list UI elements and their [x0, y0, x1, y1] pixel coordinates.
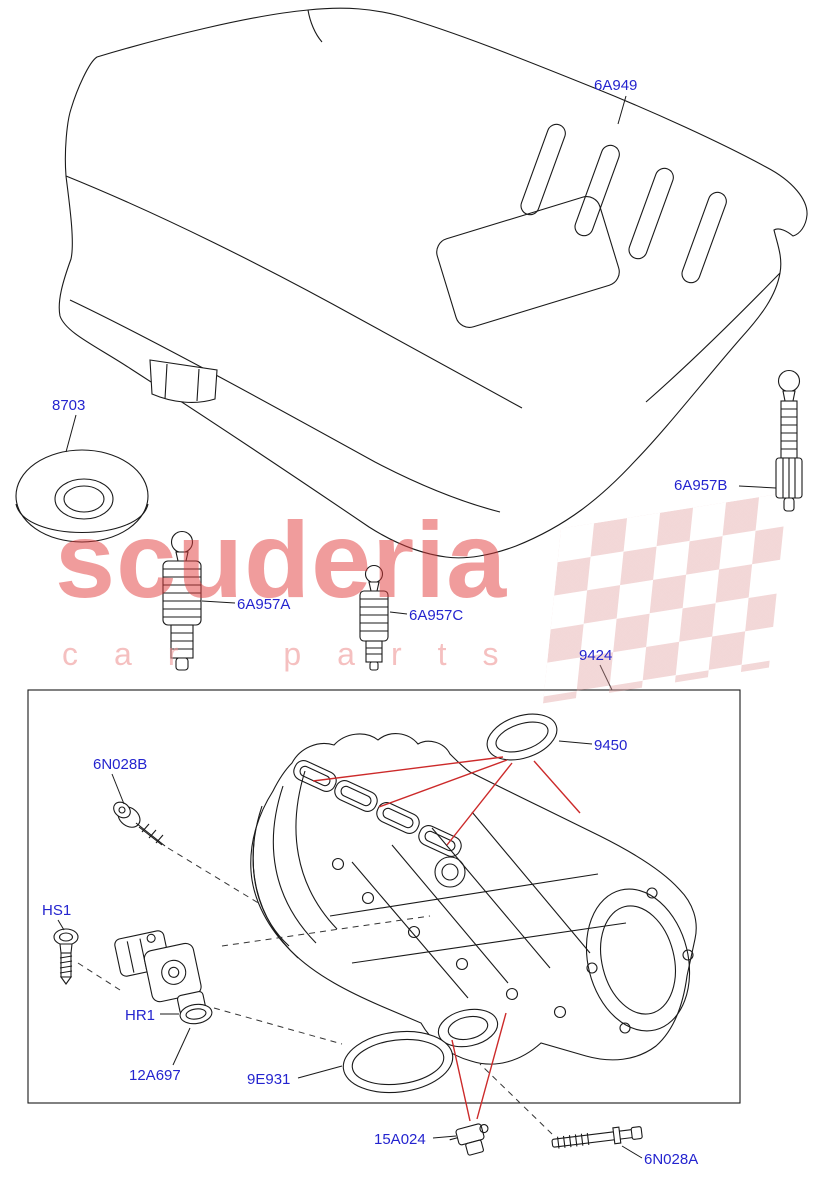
stud-bolt-drawing: [551, 1126, 643, 1149]
part-label-HS1[interactable]: HS1: [42, 902, 72, 919]
engine-cover-drawing: [58, 7, 808, 559]
part-label-HR1[interactable]: HR1: [125, 1007, 156, 1024]
part-label-6A957A[interactable]: 6A957A: [237, 596, 291, 613]
part-label-8703[interactable]: 8703: [52, 397, 86, 414]
part-label-6A957B[interactable]: 6A957B: [674, 477, 728, 494]
intake-manifold-drawing: [250, 733, 697, 1065]
grommet-drawing: [15, 449, 149, 543]
part-label-12A697[interactable]: 12A697: [129, 1067, 181, 1084]
mounting-pin-a-drawing: [162, 530, 202, 671]
part-label-6A949[interactable]: 6A949: [594, 77, 638, 94]
assembly-dashed-lines: [77, 847, 553, 1135]
red-callout-lines: [312, 756, 581, 1122]
oring-small-drawing: [179, 1003, 213, 1025]
part-label-6N028B[interactable]: 6N028B: [93, 756, 148, 773]
part-label-9E931[interactable]: 9E931: [247, 1071, 291, 1088]
vent-slot: [628, 167, 674, 260]
gasket-drawing: [486, 713, 558, 761]
detail-box-border: [27, 689, 741, 1104]
map-sensor-drawing: [114, 930, 207, 1016]
mounting-pin-b-drawing: [775, 369, 803, 512]
label-leader-lines: [57, 95, 777, 1159]
cover-badge-area: [436, 196, 620, 328]
sensor-clip-drawing: [449, 1123, 489, 1156]
oring-large-drawing: [342, 1030, 454, 1094]
bolt-b-drawing: [113, 801, 166, 847]
part-label-15A024[interactable]: 15A024: [374, 1131, 426, 1148]
part-label-9424[interactable]: 9424: [579, 647, 613, 664]
part-label-9450[interactable]: 9450: [594, 737, 628, 754]
mounting-pin-c-drawing: [359, 564, 389, 671]
screw-drawing: [53, 928, 79, 985]
vent-slot: [681, 191, 727, 284]
vent-slot: [574, 144, 620, 237]
part-label-6N028A[interactable]: 6N028A: [644, 1151, 699, 1168]
part-label-6A957C[interactable]: 6A957C: [409, 607, 464, 624]
